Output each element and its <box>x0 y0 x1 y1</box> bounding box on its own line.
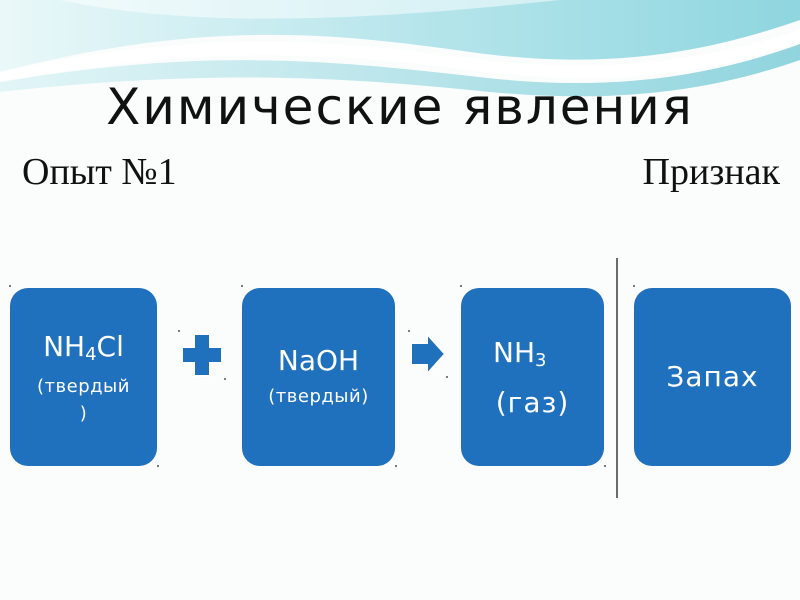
handle-dot <box>178 330 180 332</box>
handle-dot <box>604 465 606 467</box>
vertical-divider <box>616 258 618 498</box>
sign-label: Признак <box>642 151 780 193</box>
product-formula: NH3 <box>493 336 547 371</box>
slide-title: Химические явления <box>106 78 694 136</box>
handle-dot <box>395 465 397 467</box>
handle-dot <box>224 378 226 380</box>
handle-dot <box>633 285 635 287</box>
handle-dot <box>408 330 410 332</box>
experiment-label: Опыт №1 <box>22 151 177 193</box>
reactant2-state: (твердый) <box>268 386 369 407</box>
product-ammonia-box: NH3 (газ) <box>461 288 604 466</box>
product-state: (газ) <box>495 386 570 419</box>
plus-icon <box>181 333 223 377</box>
decorative-wave-header <box>0 0 800 97</box>
handle-dot <box>9 285 11 287</box>
handle-dot <box>460 285 462 287</box>
reactant2-formula: NaOH <box>277 344 360 377</box>
handle-dot <box>446 376 448 378</box>
reactant1-state-line2: ) <box>79 403 88 424</box>
reactant-ammonium-chloride-box: NH4Cl (твердый ) <box>10 288 157 466</box>
sign-text: Запах <box>666 360 759 393</box>
reactant1-state-line1: (твердый <box>37 376 130 397</box>
handle-dot <box>157 465 159 467</box>
sign-smell-box: Запах <box>634 288 791 466</box>
handle-dot <box>241 285 243 287</box>
reactant1-formula: NH4Cl <box>43 330 124 365</box>
arrow-right-icon <box>410 332 447 376</box>
reactant-sodium-hydroxide-box: NaOH (твердый) <box>242 288 395 466</box>
